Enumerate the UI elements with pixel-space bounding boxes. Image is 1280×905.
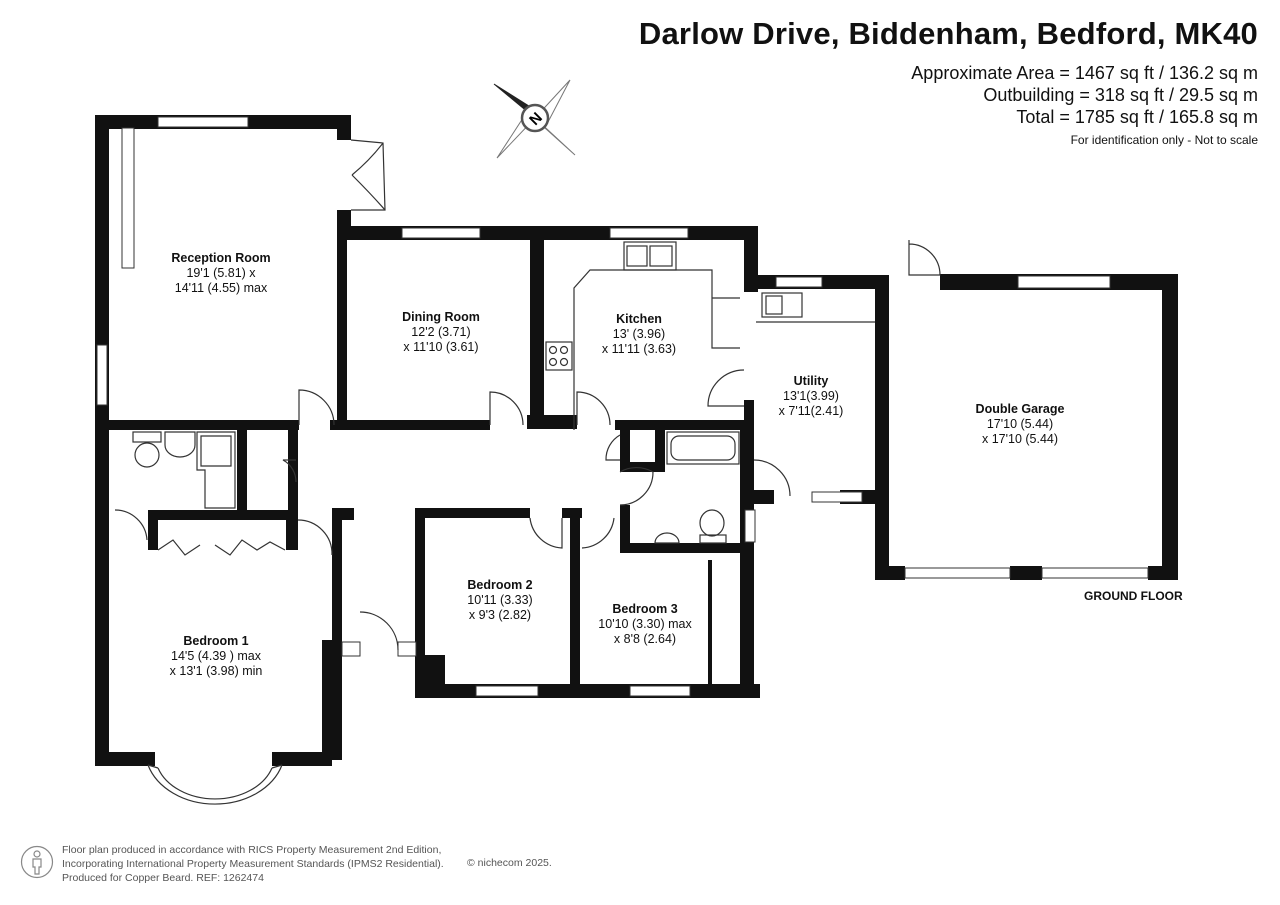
footer-line-2: Incorporating International Property Mea… <box>62 858 444 870</box>
room-dim-1: 13' (3.96) <box>612 327 666 341</box>
room-dim-1: 10'10 (3.30) max <box>598 617 692 631</box>
room-name: Dining Room <box>402 310 480 324</box>
room-dim-1: 14'5 (4.39 ) max <box>171 649 261 663</box>
room-name: Bedroom 3 <box>612 602 678 616</box>
room-label-dining: Dining Room 12'2 (3.71) x 11'10 (3.61) <box>402 310 480 355</box>
room-name: Reception Room <box>171 251 271 265</box>
room-dim-2: x 7'11(2.41) <box>778 404 844 418</box>
room-label-bedroom-2: Bedroom 2 10'11 (3.33) x 9'3 (2.82) <box>467 578 532 623</box>
copyright: © nichecom 2025. <box>467 857 552 869</box>
room-label-reception: Reception Room 19'1 (5.81) x 14'11 (4.55… <box>171 251 270 296</box>
room-name: Utility <box>793 374 829 388</box>
room-name: Bedroom 1 <box>183 634 249 648</box>
room-label-bedroom-1: Bedroom 1 14'5 (4.39 ) max x 13'1 (3.98)… <box>170 634 263 679</box>
room-dim-2: x 8'8 (2.64) <box>613 632 677 646</box>
room-dim-2: 14'11 (4.55) max <box>174 281 268 295</box>
outbuilding-area: Outbuilding = 318 sq ft / 29.5 sq m <box>983 85 1258 105</box>
room-dim-2: x 11'11 (3.63) <box>601 342 677 356</box>
fixtures <box>132 241 875 805</box>
footer-text: Floor plan produced in accordance with R… <box>62 843 444 885</box>
total-area: Total = 1785 sq ft / 165.8 sq m <box>1016 107 1258 127</box>
floor-label: GROUND FLOOR <box>1084 589 1183 603</box>
room-label-utility: Utility 13'1(3.99) x 7'11(2.41) <box>779 374 844 419</box>
compass-rose-icon: N <box>493 79 576 159</box>
person-logo-icon <box>20 845 54 879</box>
room-label-kitchen: Kitchen 13' (3.96) x 11'11 (3.63) <box>602 312 676 357</box>
footer-line-3: Produced for Copper Beard. REF: 1262474 <box>62 872 264 884</box>
room-label-garage: Double Garage 17'10 (5.44) x 17'10 (5.44… <box>976 402 1065 447</box>
room-dim-1: 17'10 (5.44) <box>986 417 1054 431</box>
property-title: Darlow Drive, Biddenham, Bedford, MK40 <box>638 16 1258 51</box>
room-label-bedroom-3: Bedroom 3 10'10 (3.30) max x 8'8 (2.64) <box>598 602 691 647</box>
room-dim-2: x 9'3 (2.82) <box>468 608 532 622</box>
room-dim-2: x 13'1 (3.98) min <box>169 664 263 678</box>
room-dim-1: 13'1(3.99) <box>783 389 839 403</box>
footer-line-1: Floor plan produced in accordance with R… <box>62 844 442 856</box>
doors <box>114 139 941 651</box>
room-dim-2: x 11'10 (3.61) <box>403 340 479 354</box>
approx-area: Approximate Area = 1467 sq ft / 136.2 sq… <box>911 63 1258 83</box>
room-dim-1: 19'1 (5.81) x <box>186 266 256 280</box>
room-dim-1: 10'11 (3.33) <box>467 593 533 607</box>
windows <box>96 116 1149 697</box>
disclaimer: For identification only - Not to scale <box>1070 133 1258 147</box>
room-name: Kitchen <box>616 312 662 326</box>
room-dim-2: x 17'10 (5.44) <box>981 432 1059 446</box>
room-name: Bedroom 2 <box>467 578 533 592</box>
room-dim-1: 12'2 (3.71) <box>411 325 471 339</box>
room-name: Double Garage <box>975 402 1065 416</box>
